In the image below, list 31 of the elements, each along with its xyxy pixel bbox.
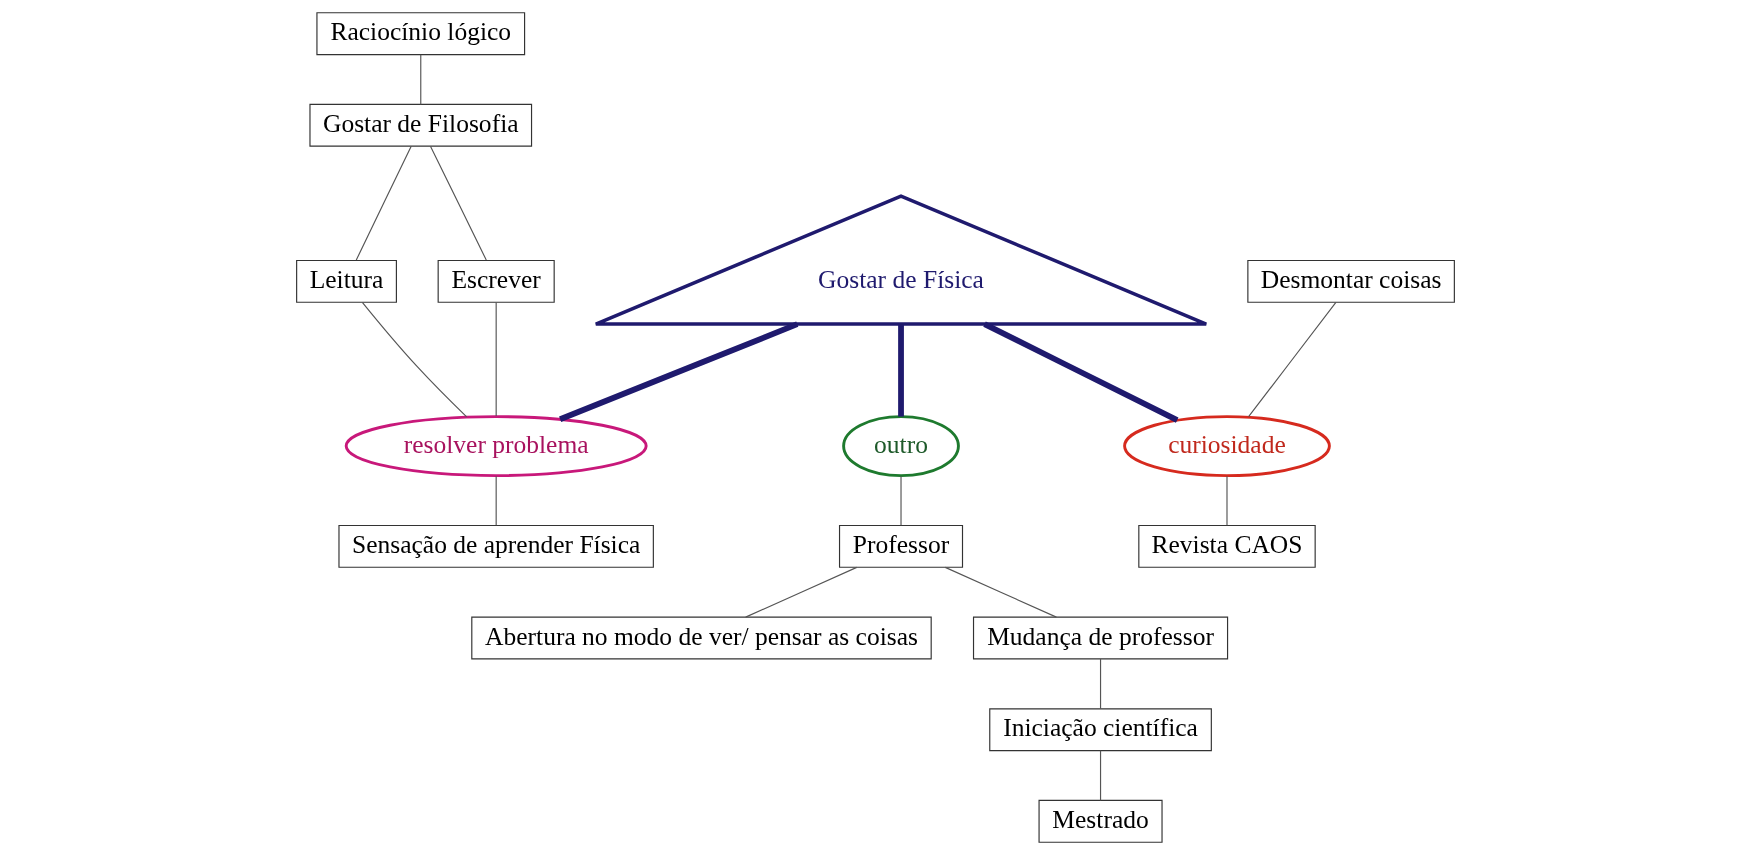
node-ellipse: resolver problema (344, 415, 648, 478)
node-box: Professor (838, 524, 964, 568)
connector (559, 321, 799, 422)
node-box: Escrever (437, 259, 555, 303)
connector (944, 566, 1057, 618)
node-box: Raciocínio lógico (316, 12, 526, 56)
connector (429, 145, 487, 261)
node-ellipse: outro (842, 415, 960, 478)
connector (983, 321, 1179, 423)
connector (900, 475, 902, 526)
connector (355, 145, 412, 261)
connector (898, 324, 904, 417)
node-ellipse: curiosidade (1123, 415, 1331, 478)
node-box: Revista CAOS (1138, 524, 1316, 568)
connector (1226, 475, 1228, 526)
connector (1099, 750, 1102, 801)
node-box: Leitura (296, 259, 397, 303)
connector (420, 54, 422, 105)
node-box: Mudança de professor (972, 616, 1229, 660)
node-box: Desmontar coisas (1247, 259, 1455, 303)
node-box: Gostar de Filosofia (309, 103, 533, 147)
node-box: Sensação de aprender Física (338, 524, 654, 568)
connector (745, 566, 858, 618)
connector (361, 301, 468, 418)
connector (1248, 301, 1337, 418)
node-box: Iniciação científica (989, 708, 1212, 752)
connector (495, 475, 497, 526)
connector (1099, 658, 1102, 710)
node-box: Mestrado (1038, 799, 1163, 843)
connector (495, 301, 497, 417)
node-box: Abertura no modo de ver/ pensar as coisas (471, 616, 932, 660)
